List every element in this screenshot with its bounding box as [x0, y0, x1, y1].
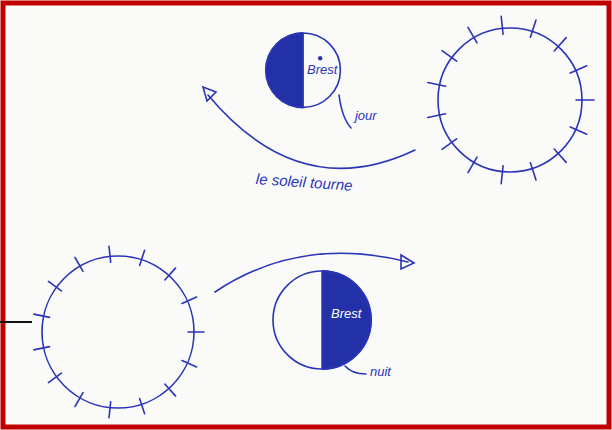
- earth-circle: Brestjour: [265, 32, 341, 108]
- terminator-line: [321, 271, 322, 369]
- edge-stub: [0, 321, 32, 323]
- sun-rays: [34, 246, 204, 417]
- sun-circle: [438, 28, 582, 172]
- terminator-line: [302, 33, 303, 107]
- arrow-head: [203, 87, 216, 101]
- time-label: jour: [355, 108, 377, 123]
- city-dot: [318, 56, 322, 60]
- sun-circle: [42, 256, 194, 408]
- frame-border: [3, 3, 609, 427]
- earth-circle: Brestnuit: [272, 270, 372, 370]
- arrow-caption: le soleil tourne: [255, 170, 353, 194]
- place-name: Brest: [331, 306, 361, 321]
- night-side: [322, 270, 372, 370]
- night-side: [265, 32, 303, 108]
- sun-rays: [428, 16, 594, 183]
- leader-line: [345, 366, 366, 374]
- time-label: nuit: [370, 364, 391, 379]
- leader-line: [339, 95, 351, 128]
- arrow-head: [401, 255, 414, 269]
- place-name: Brest: [307, 62, 337, 77]
- earth-border: [266, 33, 340, 107]
- earth-border: [273, 271, 371, 369]
